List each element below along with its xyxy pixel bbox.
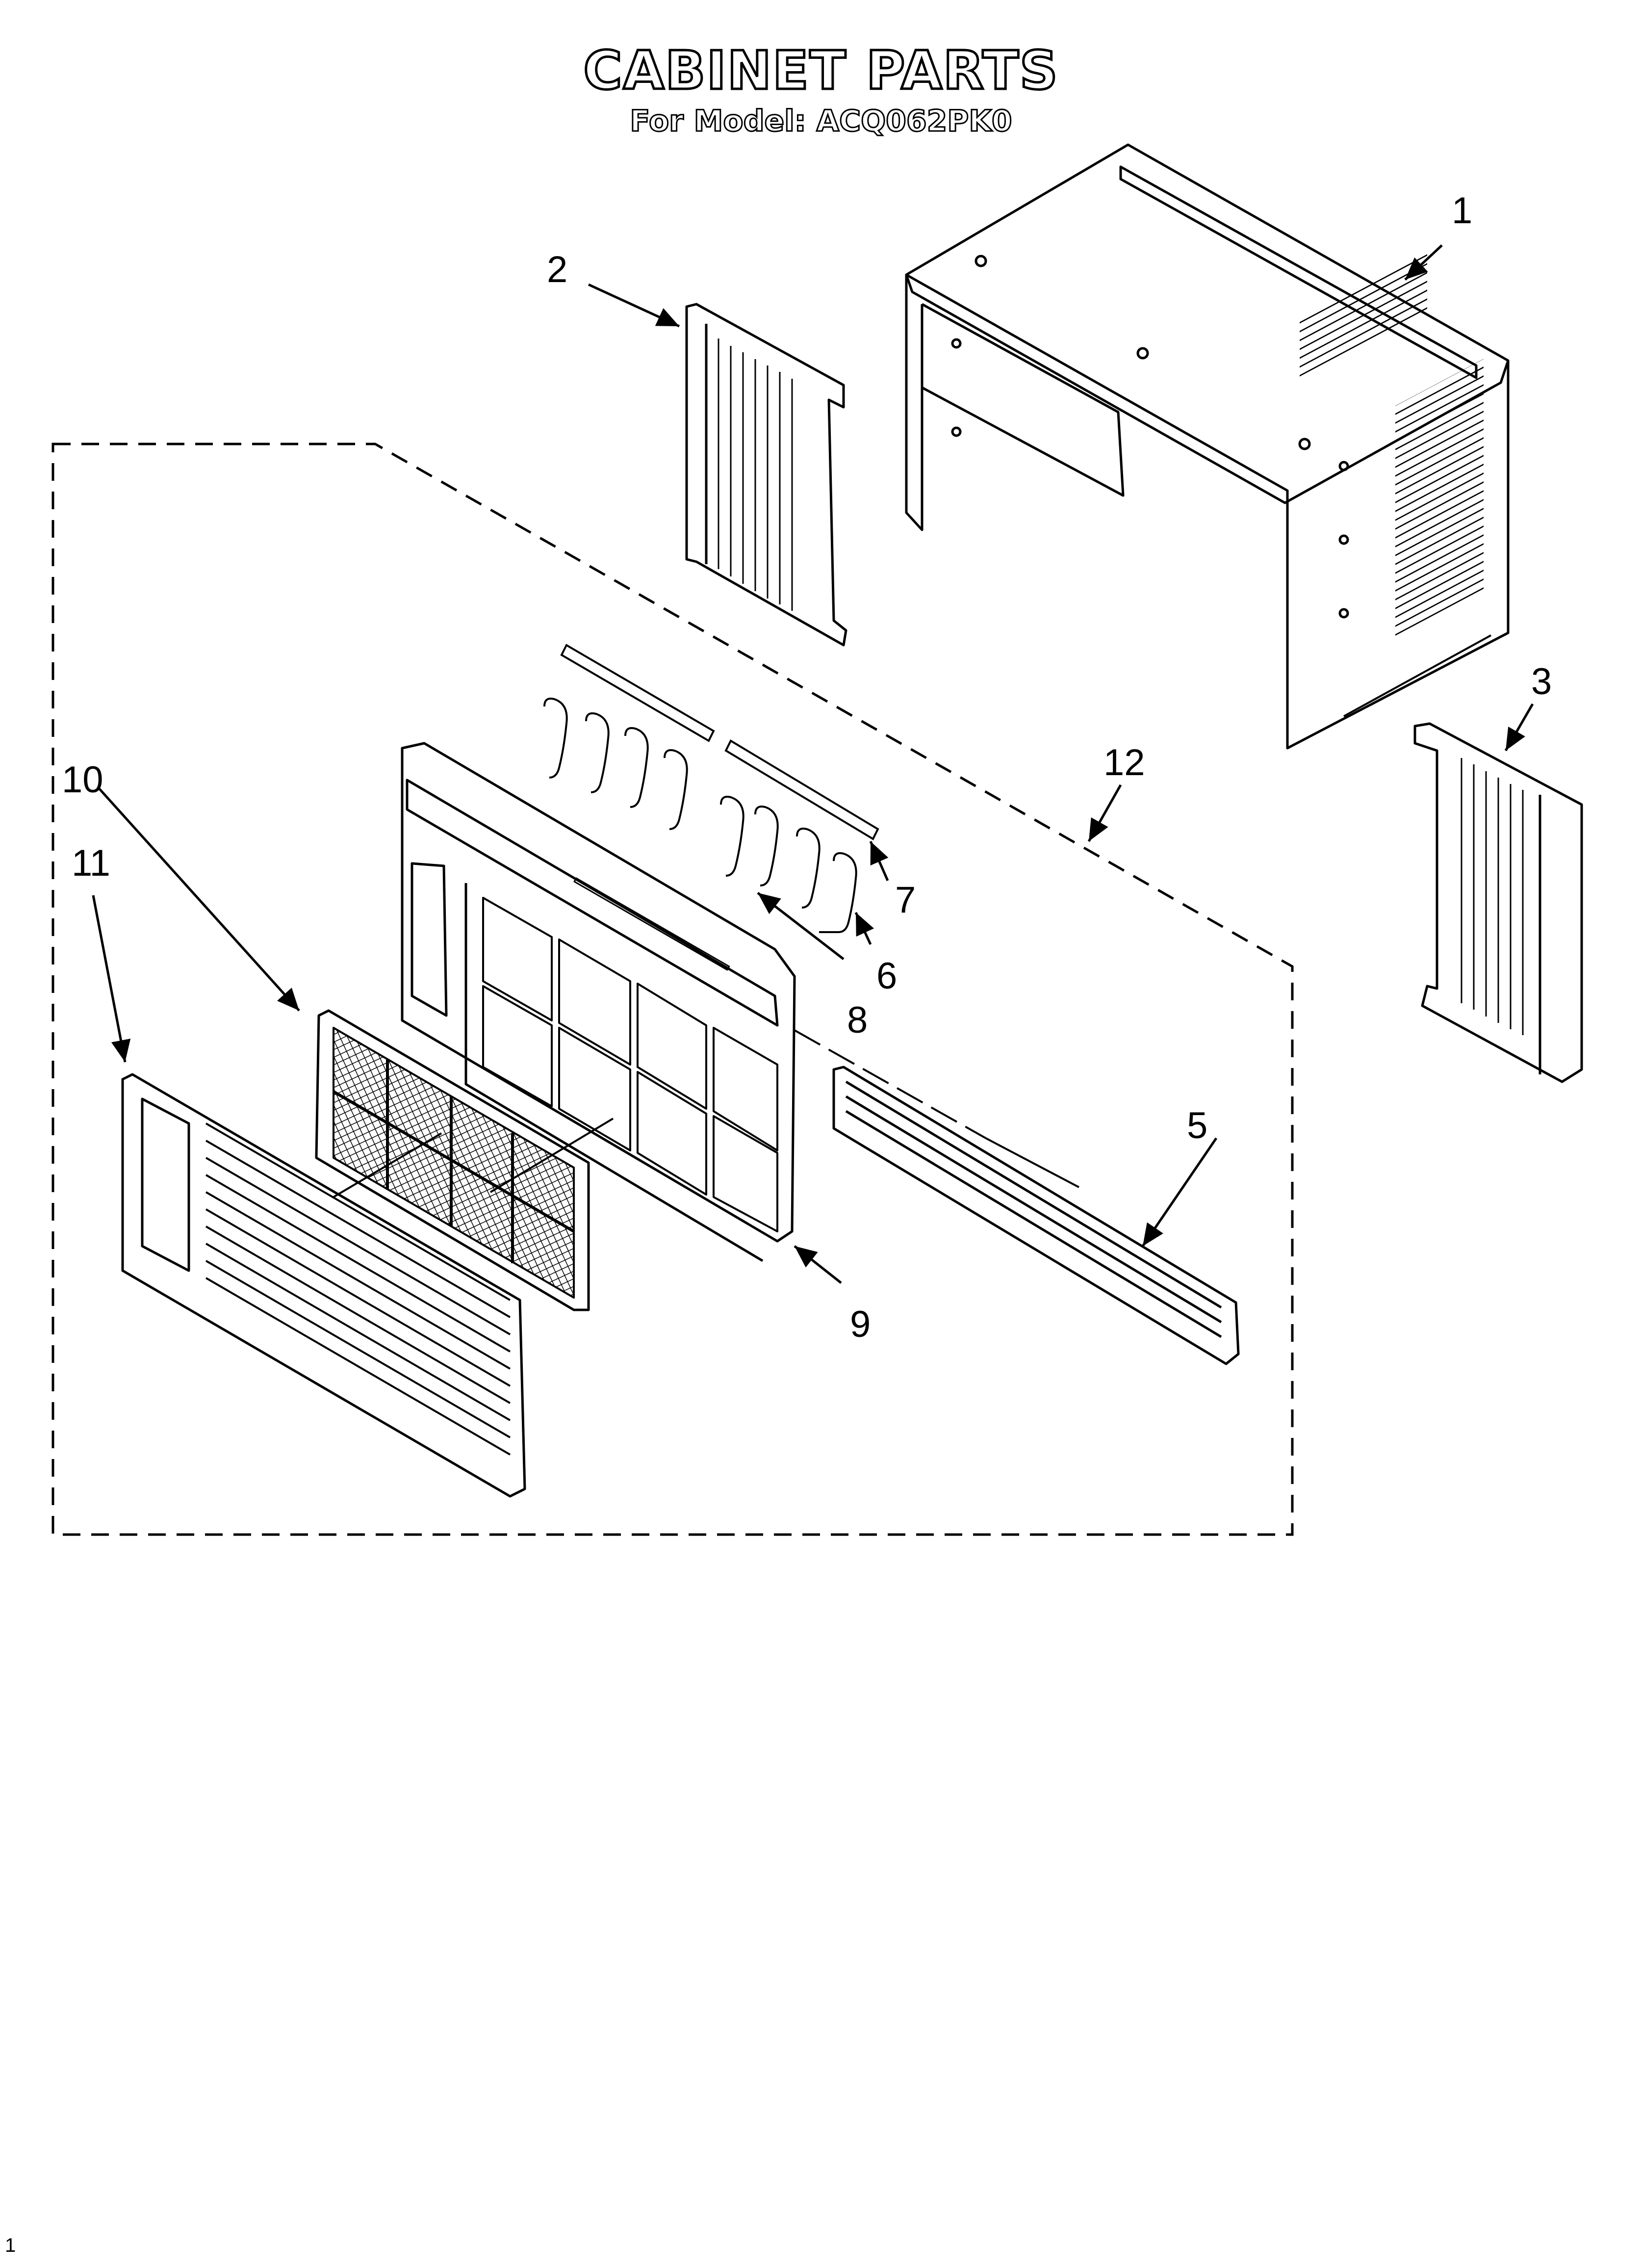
part-8-clips — [543, 698, 821, 909]
callout-11: 11 — [72, 842, 110, 884]
callout-8: 8 — [847, 999, 868, 1041]
page-title: CABINET PARTS — [582, 39, 1059, 103]
part-7-mounting-strips — [560, 644, 879, 840]
part-3-side-curtain-right — [1413, 722, 1583, 1083]
part-5-louver — [832, 1066, 1240, 1365]
part-10-air-filter — [315, 1009, 590, 1311]
assembly-boundary — [51, 443, 1294, 1536]
part-1-cabinet — [905, 143, 1510, 750]
alignment-lines — [333, 1029, 1079, 1198]
callout-5: 5 — [1187, 1105, 1207, 1147]
callout-12: 12 — [1103, 742, 1145, 783]
callout-10: 10 — [62, 759, 103, 801]
part-2-side-curtain-left — [685, 303, 847, 647]
part-6-clip — [819, 852, 857, 933]
callout-2: 2 — [547, 249, 567, 290]
callout-7: 7 — [895, 879, 916, 921]
callout-9: 9 — [850, 1303, 871, 1345]
leader-lines — [92, 244, 1534, 1284]
callout-6: 6 — [876, 955, 897, 997]
part-9-front-frame — [401, 742, 796, 1262]
model-subtitle: For Model: ACQ062PK0 — [629, 104, 1013, 139]
callout-1: 1 — [1452, 190, 1472, 232]
callout-3: 3 — [1531, 661, 1552, 703]
page-number: 1 — [5, 2235, 16, 2256]
part-11-front-grille — [121, 1073, 526, 1498]
